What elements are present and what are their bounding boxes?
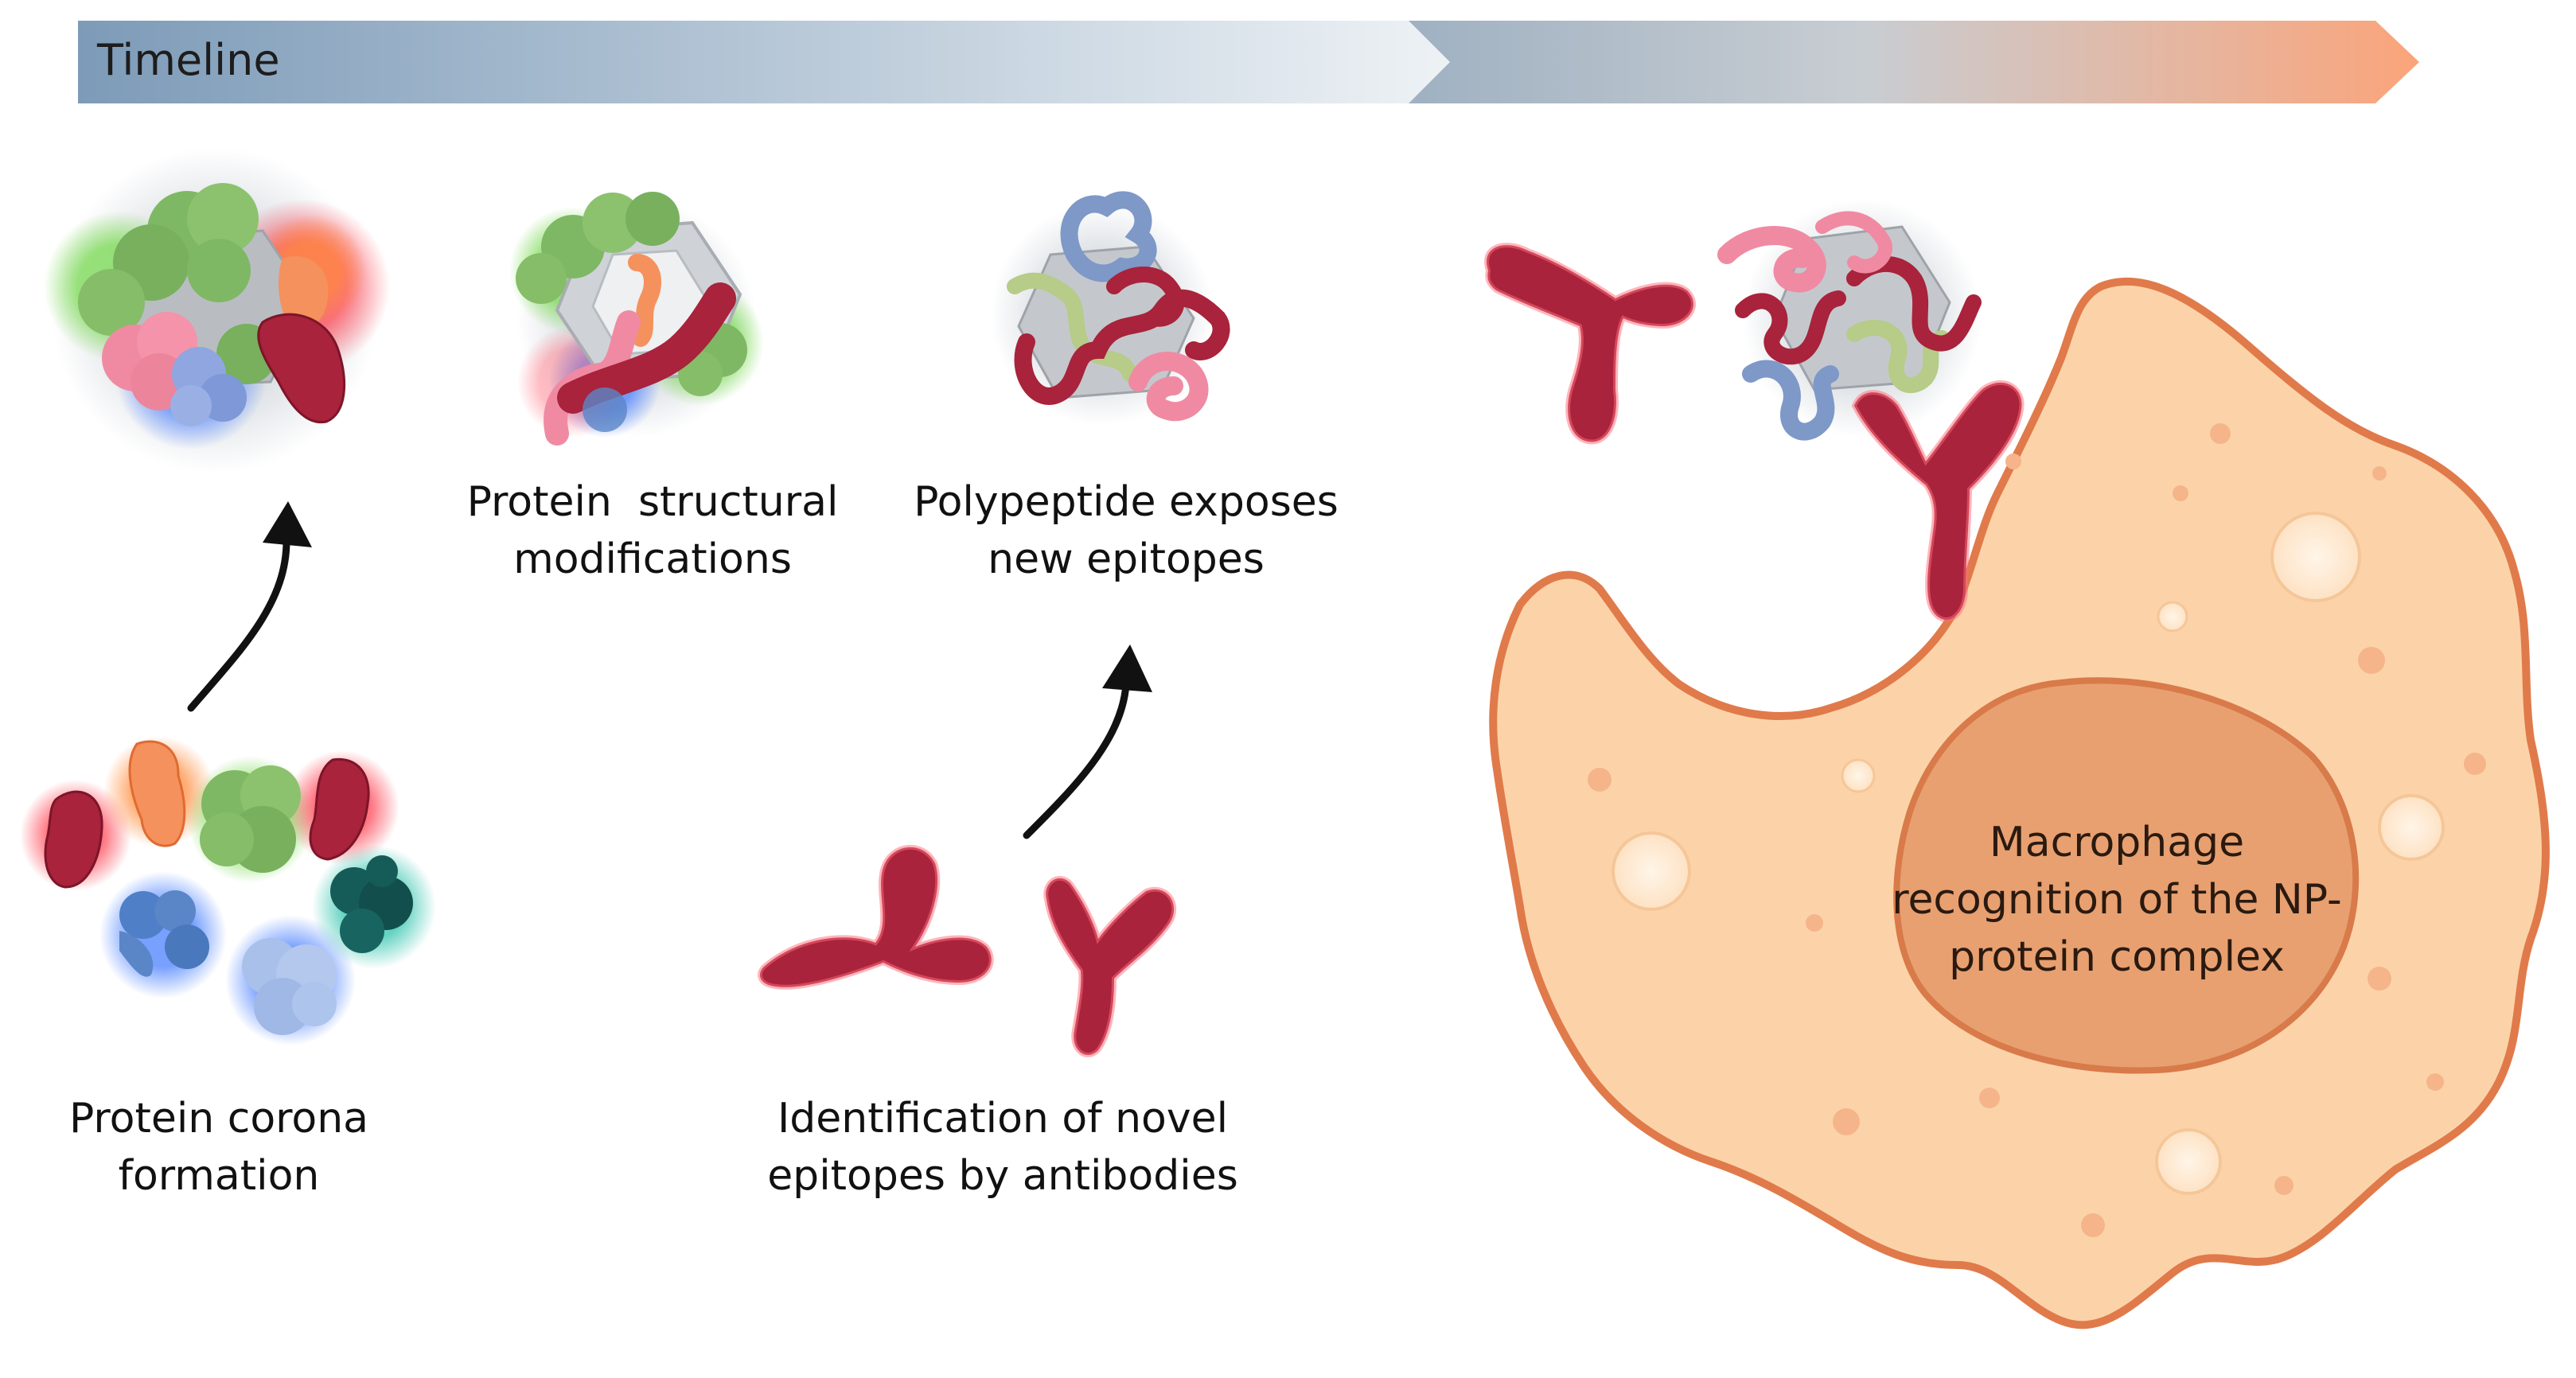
label-polypeptide-line2: new epitopes bbox=[988, 535, 1265, 583]
label-structural-line1: Protein structural bbox=[466, 478, 839, 526]
label-structural: Protein structural modifications bbox=[446, 473, 859, 588]
antibodies-pair bbox=[758, 844, 1177, 1057]
structural-protein-orange bbox=[628, 254, 661, 347]
curved-arrow-1 bbox=[187, 501, 312, 712]
corona-protein-blue bbox=[170, 347, 247, 426]
macrophage-nucleus bbox=[1893, 677, 2360, 1074]
protein-blue bbox=[119, 890, 209, 977]
antibody-bound-right bbox=[1851, 380, 2025, 622]
structural-protein-red bbox=[557, 282, 736, 414]
polypeptide-red bbox=[1014, 289, 1230, 405]
label-corona: Protein corona formation bbox=[32, 1090, 406, 1205]
label-corona-line1: Protein corona bbox=[68, 1095, 369, 1142]
label-polypeptide: Polypeptide exposes new epitopes bbox=[887, 473, 1365, 588]
curved-arrow-2 bbox=[1023, 644, 1152, 839]
vacuole bbox=[2270, 512, 2361, 602]
np-protein-complex bbox=[1717, 199, 1982, 441]
timeline-segment-early bbox=[78, 21, 1450, 103]
label-structural-line2: modifications bbox=[513, 535, 792, 583]
polypeptide-pink bbox=[1128, 352, 1209, 422]
corona-protein-red bbox=[257, 313, 346, 424]
label-macrophage-line3: protein complex bbox=[1949, 933, 2285, 981]
timeline-arrow bbox=[78, 21, 2419, 103]
vacuole bbox=[2378, 794, 2445, 861]
polypeptide-cluster bbox=[991, 191, 1230, 426]
protein-lightblue bbox=[242, 938, 337, 1035]
label-macrophage: Macrophage recognition of the NP- protei… bbox=[1862, 814, 2371, 986]
protein-corona-cluster bbox=[44, 147, 390, 473]
structural-modification-cluster bbox=[509, 192, 764, 446]
macrophage-cell bbox=[1489, 277, 2550, 1329]
polypeptide-green bbox=[1007, 272, 1138, 382]
vacuole bbox=[2157, 601, 2188, 633]
timeline-label: Timeline bbox=[97, 35, 280, 85]
antibody-right bbox=[1043, 876, 1177, 1057]
label-macrophage-line1: Macrophage bbox=[1989, 819, 2245, 866]
protein-green bbox=[200, 765, 301, 873]
protein-red-small bbox=[44, 790, 103, 889]
polypeptide-blue bbox=[1060, 191, 1157, 282]
protein-orange bbox=[128, 740, 186, 847]
label-corona-line2: formation bbox=[118, 1152, 320, 1200]
antibody-bound-left bbox=[1484, 243, 1696, 445]
protein-red-right bbox=[309, 757, 370, 861]
label-antibodies-line1: Identification of novel bbox=[777, 1095, 1229, 1142]
free-proteins-cluster bbox=[20, 736, 436, 1045]
protein-teal bbox=[330, 855, 413, 953]
vacuole bbox=[2155, 1128, 2222, 1195]
label-antibodies-line2: epitopes by antibodies bbox=[767, 1152, 1238, 1200]
timeline-segment-late bbox=[1409, 21, 2419, 103]
antibody-left bbox=[758, 844, 994, 990]
label-macrophage-line2: recognition of the NP- bbox=[1892, 876, 2342, 924]
label-antibodies: Identification of novel epitopes by anti… bbox=[732, 1090, 1273, 1205]
vacuole bbox=[1611, 831, 1691, 911]
vacuole bbox=[1841, 758, 1876, 793]
corona-protein-orange bbox=[279, 255, 329, 331]
label-polypeptide-line1: Polypeptide exposes bbox=[914, 478, 1339, 526]
